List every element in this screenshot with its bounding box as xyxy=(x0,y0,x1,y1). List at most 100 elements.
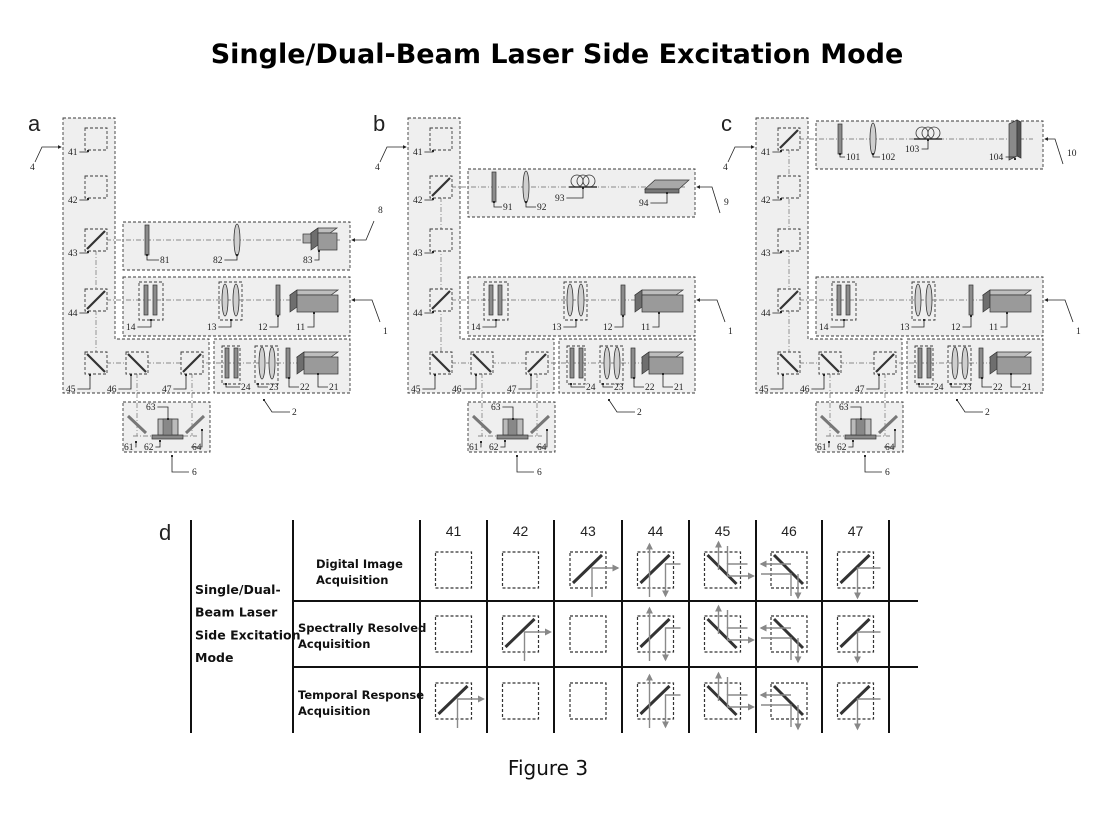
part-11-label: 11 xyxy=(296,323,305,333)
mirror-icon xyxy=(431,353,451,373)
part-62-label: 62 xyxy=(144,443,154,453)
part-63-leader-line xyxy=(850,406,863,421)
part-12-label: 12 xyxy=(951,323,961,333)
cell-47-reflect-down-icon xyxy=(836,682,881,731)
cell-43-empty-icon xyxy=(569,682,607,720)
side-module-label: 8 xyxy=(378,206,383,216)
mirror-slash xyxy=(504,617,536,649)
element-47-label: 47 xyxy=(855,385,865,395)
element-44-leader-line xyxy=(79,310,90,314)
waveplate xyxy=(224,347,230,379)
stage-62 xyxy=(496,434,529,440)
element-box xyxy=(84,175,108,199)
sample-module-label: 6 xyxy=(192,468,197,478)
waveplate xyxy=(926,347,932,379)
part-102-label: 102 xyxy=(881,153,896,163)
laser-front xyxy=(641,294,684,313)
part-21-leader-line xyxy=(316,372,328,388)
lens xyxy=(613,346,621,380)
part-23-leader-line xyxy=(949,382,961,388)
element-41-leader-line xyxy=(424,149,435,153)
part-61-label: 61 xyxy=(817,443,827,453)
part-22-label: 22 xyxy=(300,383,310,393)
element-box xyxy=(703,615,742,653)
beam-arrow-down xyxy=(854,698,881,731)
part-23-leader-line xyxy=(256,382,268,388)
beam-arrow-right xyxy=(591,564,620,597)
part-14-leader-line xyxy=(137,318,153,328)
cell-44-pass-split-icon xyxy=(636,673,681,729)
side-module-arrow xyxy=(351,220,375,242)
lens xyxy=(961,346,969,380)
part-101-label: 101 xyxy=(846,153,861,163)
part-14-label: 14 xyxy=(471,323,481,333)
part-14-label: 14 xyxy=(819,323,829,333)
lens xyxy=(951,346,959,380)
element-46: 46 xyxy=(452,351,494,395)
mirror-61 xyxy=(126,414,148,435)
part-64-label: 64 xyxy=(192,443,202,453)
part-13-leader-line xyxy=(563,318,578,328)
part-62-label: 62 xyxy=(837,443,847,453)
element-box xyxy=(569,682,607,720)
waveplate xyxy=(143,284,149,316)
laser-source-11 xyxy=(633,289,685,313)
element-42-label: 42 xyxy=(68,196,78,206)
part-24-label: 24 xyxy=(934,383,944,393)
element-box xyxy=(429,127,453,151)
beam-line xyxy=(761,637,792,660)
part-63-label: 63 xyxy=(839,403,849,413)
sample-module-leader xyxy=(515,454,534,473)
mirror-icon xyxy=(820,353,840,373)
element-41-leader-line xyxy=(772,149,783,153)
column-header-43: 43 xyxy=(580,523,596,539)
element-45-leader-line xyxy=(77,373,92,390)
element-box xyxy=(501,551,540,589)
mode-label-line: Beam Laser xyxy=(195,605,278,620)
part-14-leader-line xyxy=(482,318,498,328)
beam-arrow-down xyxy=(662,627,681,662)
element-46-label: 46 xyxy=(107,385,117,395)
part-64-leader-line xyxy=(884,428,897,448)
module-4-label: 4 xyxy=(375,163,380,173)
part-104-leader-line xyxy=(1005,156,1017,161)
laser-module-1-label: 1 xyxy=(728,327,733,337)
laser-module-2-leader xyxy=(607,398,635,413)
part-12-leader-line xyxy=(962,314,973,328)
mirror-slash xyxy=(639,617,671,649)
part-81-filter xyxy=(144,224,150,256)
mirror-64 xyxy=(184,414,206,435)
filter xyxy=(978,347,984,379)
part-102-lens xyxy=(869,122,877,156)
lens xyxy=(566,283,574,317)
camera-lens xyxy=(302,233,312,244)
part-94-label: 94 xyxy=(639,199,649,209)
part-63-label: 63 xyxy=(491,403,501,413)
plate-group-box xyxy=(221,345,241,385)
part-63-leader-line xyxy=(157,406,170,421)
part-22-leader-line xyxy=(980,376,992,388)
mode-label-line: Mode xyxy=(195,650,233,665)
part-103-leader-line xyxy=(921,138,930,150)
waveplate xyxy=(917,347,923,379)
filter xyxy=(285,347,291,379)
part-62-label: 62 xyxy=(489,443,499,453)
part-13-label: 13 xyxy=(900,323,910,333)
grating-face xyxy=(1008,119,1018,161)
laser-front xyxy=(996,356,1032,375)
laser-front xyxy=(296,294,339,313)
element-44-leader-line xyxy=(424,310,435,314)
mirror-icon xyxy=(875,353,895,373)
mirror-icon xyxy=(779,353,799,373)
part-102-leader-line xyxy=(871,152,880,158)
element-43: 43 xyxy=(413,228,453,259)
module-4-arrow xyxy=(727,145,755,163)
part-21-leader-line xyxy=(661,372,673,388)
